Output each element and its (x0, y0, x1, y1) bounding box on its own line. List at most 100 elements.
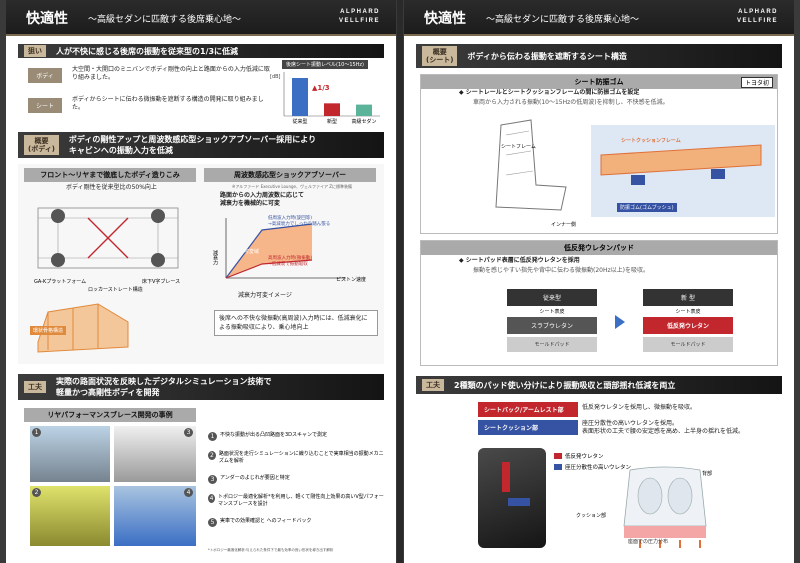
seat-rubber-panel: シート防振ゴム トヨタ初 ◆ シートレールとシートクッションフレームの間に防振ゴ… (420, 74, 778, 234)
chart-title: 後席シート振動レベル(10〜15Hz) (282, 60, 369, 69)
frontrear-title: フロント〜リヤまで徹底したボディ造りこみ (24, 168, 196, 182)
rubber-cutaway-illustration (591, 125, 775, 217)
label-ga-platform: GA-Kプラットフォーム (34, 279, 87, 285)
pad-desc: 振動を感じやすい指先や背中に伝わる微振動(20Hz以上)を吸収。 (473, 267, 649, 274)
body-text: 大空間・大開口のミニバンでボディ剛性の向上と路面からの入力低減に取り組みました。 (72, 66, 270, 81)
tech-seat-band: 工夫 2種類のパッド使い分けにより振動吸収と頭部揺れ低減を両立 (416, 376, 782, 394)
label-seat-frame: シートフレーム (501, 144, 536, 150)
back-arm-text: 低反発ウレタンを採用し、微振動を吸収。 (582, 404, 697, 411)
overview-seat-text: ボディから伝わる振動を遮断するシート構造 (467, 51, 627, 61)
tech-band: 工夫 実際の路面状況を反映したデジタルシミュレーション技術で軽量かつ高剛性ボディ… (18, 374, 384, 400)
bar-label-0: 従来型 (292, 118, 307, 125)
chart-svg: 従来型 新型 高級セダン ▲1/3 (283, 72, 380, 125)
label-ring-structure: 環状骨格構造 (30, 326, 67, 335)
photo-topology (114, 486, 196, 546)
seat-rubber-bullet: ◆ シートレールとシートクッションフレームの間に防振ゴムを設定 (459, 89, 640, 96)
legend-item-1: 座圧分散性の高いウレタン (554, 463, 631, 471)
label-rocker: ロッカーストレート構造 (88, 287, 143, 293)
seat-text: ボディからシートに伝わる微振動を遮断する構造の開発に取り組みました。 (72, 96, 264, 111)
shock-summary: 後席への不快な微振動(高周波)入力時には、低減衰化による振動吸収により、乗心地向… (214, 310, 378, 336)
back-arm-label: シートバック/アームレスト部 (478, 402, 578, 417)
photo-underbody (114, 426, 196, 482)
tech-seat-tag: 工夫 (422, 379, 444, 391)
header-title-right: 快適性 (424, 11, 466, 27)
pad-bullet: ◆ シートパッド表層に低反発ウレタンを採用 (459, 257, 580, 264)
header-title: 快適性 (26, 11, 68, 27)
label-variable: 可変域 (244, 249, 260, 255)
pad-panel: 低反発ウレタンパッド ◆ シートパッド表層に低反発ウレタンを採用 振動を感じやす… (420, 240, 778, 366)
label-cushion-part: クッション部 (576, 513, 607, 519)
photo-simulation (30, 486, 110, 546)
cushion-text: 座圧分散性の高いウレタンを採用。表面形状の工夫で腰の安定感を高め、上半身の揺れを… (582, 420, 745, 435)
first-badge: トヨタ初 (740, 77, 773, 88)
photo-road-scan (30, 426, 110, 482)
bar-1 (324, 103, 340, 116)
shock-note: ※アルファード Executive Lounge、ヴェルファイア Zに標準装備 (232, 184, 353, 189)
body-shell-illustration (37, 303, 129, 353)
photo-num-3: 3 (184, 428, 193, 437)
overview-seat-band: 概要(シート) ボディから伝わる振動を遮断するシート構造 (416, 44, 782, 68)
label-pressure: 座面での圧力分布 (628, 539, 669, 545)
seat-blue-zone (508, 498, 530, 506)
shock-title: 周波数感応型ショックアブソーバー (204, 168, 376, 182)
tech-text: 実際の路面状況を反映したデジタルシミュレーション技術で軽量かつ高剛性ボディを開発 (56, 377, 272, 397)
label-low-freq: 低周波入力時(旋回等)→高減衰力でしっかり踏ん張る (268, 216, 331, 227)
overview-tag: 概要(ボディ) (24, 135, 59, 155)
seat-rubber-title: シート防振ゴム (421, 75, 777, 89)
pad-title: 低反発ウレタンパッド (421, 241, 777, 255)
seat-label: シート (28, 98, 62, 113)
arrow-right-icon (615, 315, 625, 329)
chart-ylabel: [dB] (270, 74, 281, 80)
label-rubber: 防振ゴム(ゴムブッシュ) (617, 203, 677, 212)
damping-chart (225, 218, 346, 279)
label-high-freq: 高周波入力時(微振動)→低減衰で振動吸収 (268, 256, 313, 267)
aim-tag: 狙い (24, 45, 46, 57)
vibration-mini-chart: 後席シート振動レベル(10〜15Hz) [dB] 従来型 新型 高級セダン ▲1/3 (270, 60, 382, 126)
overview-seat-tag: 概要(シート) (422, 46, 458, 66)
body-label: ボディ (28, 68, 62, 83)
frontrear-caption: ボディ剛性を従来型比の50%向上 (66, 184, 157, 191)
pressure-diagram (623, 466, 707, 548)
seat-frame-illustration (495, 119, 567, 211)
bar-2 (356, 104, 372, 116)
seat-red-zone (502, 462, 510, 492)
legend-item-0: 低反発ウレタン (554, 452, 631, 460)
tech-seat-text: 2種類のパッド使い分けにより振動吸収と頭部揺れ低減を両立 (454, 380, 676, 390)
bar-label-2: 高級セダン (351, 118, 376, 125)
new-pad-stack: 新 型 シート表皮 低反発ウレタン モールドパッド (643, 289, 733, 352)
old-pad-stack: 従来型 シート表皮 スラブウレタン モールドパッド (507, 289, 597, 352)
overview-text: ボディの剛性アップと周波数感応型ショックアブソーバー採用によりキャビンへの振動入… (68, 135, 317, 155)
label-inner: インナー側 (551, 222, 577, 228)
book-spine (397, 0, 403, 563)
label-back: 背部 (702, 471, 713, 477)
bar-label-1: 新型 (327, 118, 337, 125)
overview-body-band: 概要(ボディ) ボディの剛性アップと周波数感応型ショックアブソーバー採用によりキ… (18, 132, 384, 158)
photo-num-1: 1 (32, 428, 41, 437)
damping-ylabel: 減衰力 (212, 250, 218, 265)
photo-num-4: 4 (184, 488, 193, 497)
tech-tag: 工夫 (24, 381, 46, 393)
aim-text: 人が不快に感じる後席の振動を従来型の1/3に低減 (56, 46, 239, 56)
chassis-frame-illustration (37, 207, 179, 269)
shock-desc: 路面からの入力周波数に応じて減衰力を機械的に可変 (220, 192, 305, 207)
ratio-label: ▲1/3 (312, 84, 330, 92)
header-subtitle: 〜高級セダンに匹敵する後席乗心地〜 (88, 15, 242, 25)
footnote: *トポロジー最適化解析:与えられた条件下で最も効率の良い形状を導き出す解析 (208, 548, 334, 552)
label-cushion-frame: シートクッションフレーム (621, 138, 681, 144)
damping-xlabel: ピストン速度 (336, 277, 367, 283)
photo-num-2: 2 (32, 488, 41, 497)
aim-band: 狙い 人が不快に感じる後席の振動を従来型の1/3に低減 (18, 44, 384, 58)
cushion-label: シートクッション部 (478, 420, 578, 435)
legend: 低反発ウレタン 座圧分散性の高いウレタン (554, 452, 631, 471)
label-v-brace: 床下V字ブレース (142, 279, 181, 285)
